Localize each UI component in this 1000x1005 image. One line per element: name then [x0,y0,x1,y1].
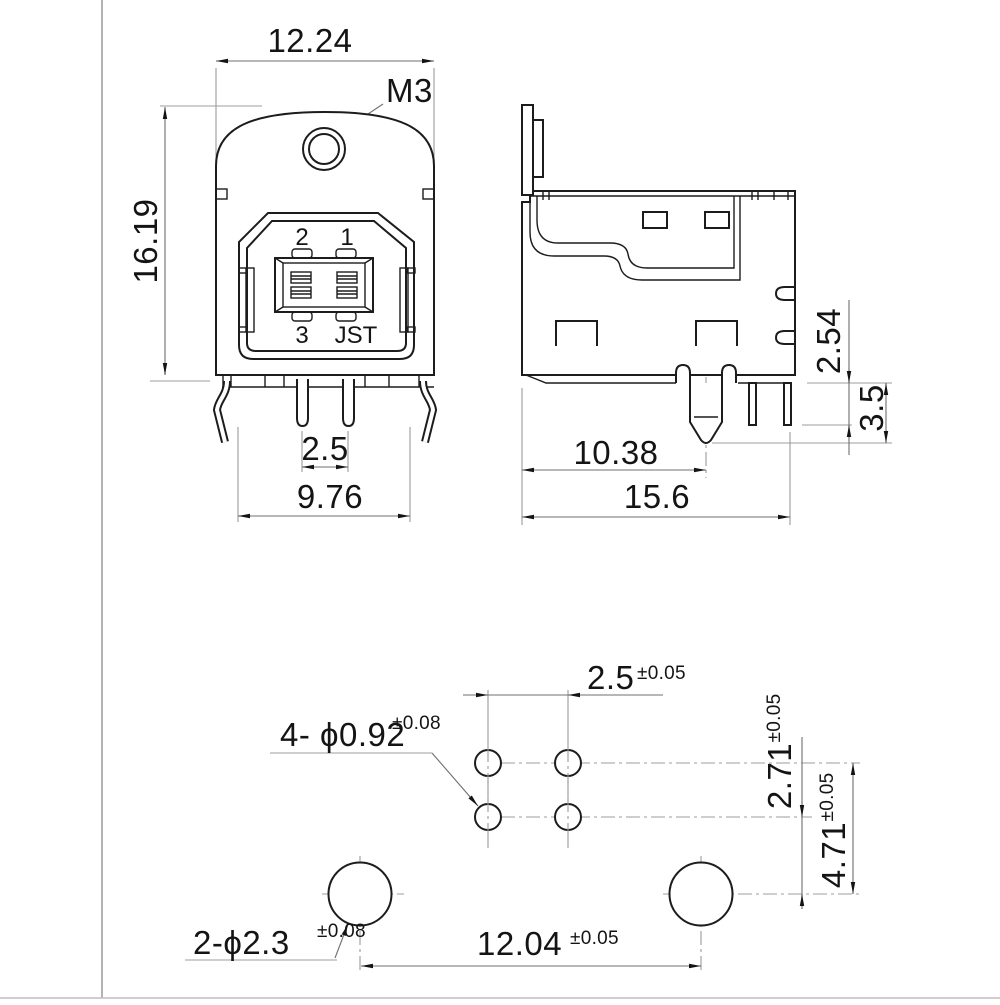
cavity-profile [529,196,741,281]
callout-big-holes: 2-ϕ2.3 [193,924,290,961]
contact-block [274,248,374,322]
peg-ear-right [721,363,737,383]
dim-front-leg-span: 9.76 [297,478,363,515]
dim-hole-pitch: 2.5 [587,659,634,696]
top-edge-ticks [542,191,789,200]
left-step-notch [215,188,228,200]
side-pin-front [748,382,757,426]
right-step-notch [422,188,435,200]
brand-label: JST [335,322,378,349]
retention-leg-left [212,380,231,443]
dim-big-hole-pitch: 12.04 [477,925,562,962]
front-extension-lines [150,68,435,522]
pin-number-1: 1 [340,224,353,251]
side-body-outline [521,190,796,376]
bottom-view: 2.5 ±0.05 4- ϕ0.92 ±0.08 2.71 ±0.05 4.71… [185,659,860,972]
dim-standoff: 2.54 [810,308,847,374]
bottom-feet [222,376,434,388]
dim-depth: 15.6 [624,478,690,515]
small-hole-centerlines-v [487,748,569,832]
inner-bracket-left [555,320,598,346]
dim-hole-pitch-tol: ±0.05 [637,663,686,684]
receptacle-shell [238,212,416,360]
dim-front-width: 12.24 [267,22,352,59]
screw-hole [302,127,346,171]
peg-holes [327,861,734,927]
front-pin-right [342,379,355,428]
side-pin-rear [783,382,792,426]
flange-tab [532,119,544,178]
right-rail [399,267,409,333]
dim-big-hole-pitch-tol: ±0.05 [570,928,619,949]
pin-holes [474,749,582,831]
side-slot-lower [774,330,795,345]
cavity-window-left [642,211,668,229]
callout-small-holes-tol: ±0.08 [392,713,441,734]
big-holes-leader [334,923,349,959]
side-dimension-lines [522,300,889,520]
side-slot-upper [774,286,795,301]
board-lock-peg [689,383,723,444]
inner-bracket-right [695,320,738,346]
dim-front-height: 16.19 [127,198,164,283]
dim-row-gap-tol: ±0.05 [764,694,785,743]
peg-ear-left [675,363,691,383]
side-view: 10.38 15.6 2.54 3.5 [521,104,892,525]
dim-front-pin-pitch: 2.5 [301,430,348,467]
keying-tabs [291,248,357,322]
pin-number-3: 3 [295,322,308,349]
front-pin-left [296,379,309,428]
bottom-dimension-lines [334,692,856,969]
small-holes-leader [431,752,479,807]
left-rail [245,267,255,333]
seating-plane-line [525,374,791,384]
panel-flange [521,104,534,196]
cavity-window-right [704,211,730,229]
pin-number-2: 2 [295,224,308,251]
callout-small-holes: 4- ϕ0.92 [280,716,405,753]
dim-pin-length: 3.5 [853,384,890,431]
screw-thread-label: M3 [386,72,433,109]
contact-slots [290,271,358,299]
dim-peg-offset: 10.38 [573,434,658,471]
dim-rows-span: 4.71 [815,822,852,888]
dim-rows-span-tol: ±0.05 [817,773,838,822]
dim-row-gap: 2.71 [761,743,798,809]
retention-leg-right [419,380,438,443]
front-dimension-lines [162,58,434,519]
front-view: 12.24 M3 16.19 2.5 9.76 2 1 3 JST [127,22,438,522]
front-housing-outline [215,110,435,376]
callout-big-holes-tol: ±0.08 [317,921,366,942]
